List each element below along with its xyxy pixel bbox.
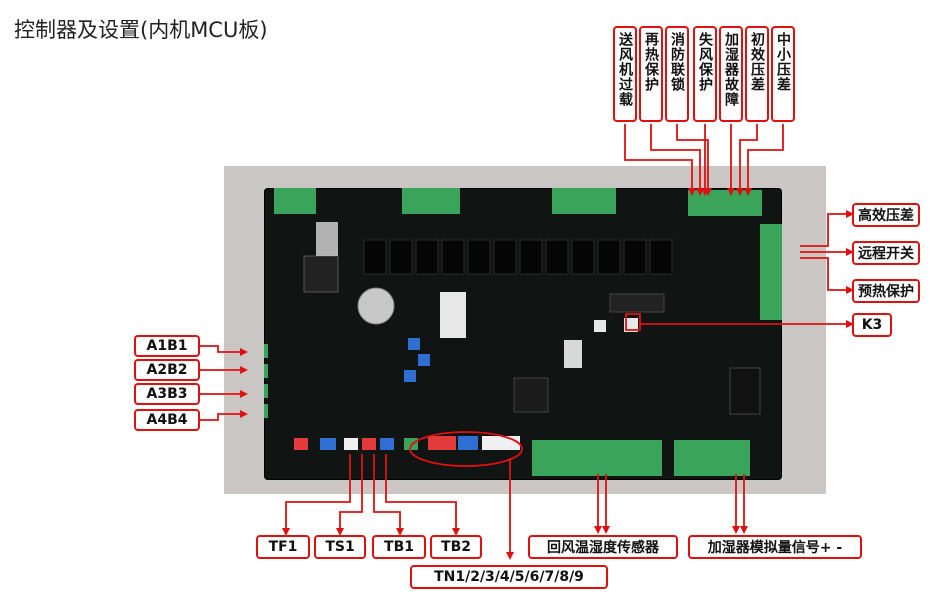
label-humidifier-fault: 加湿器故障 (719, 26, 743, 122)
label-ts1: TS1 (314, 535, 366, 559)
page-title: 控制器及设置(内机MCU板) (14, 18, 268, 42)
label-hepa-pressure: 高效压差 (852, 203, 920, 227)
label-fire-interlock: 消防联锁 (665, 26, 689, 122)
label-humidifier-analog-signal: 加湿器模拟量信号+ - (688, 535, 862, 559)
label-tf1: TF1 (256, 535, 310, 559)
label-a1b1: A1B1 (134, 335, 200, 357)
label-primary-filter-pressure: 初效压差 (745, 26, 769, 122)
label-air-loss-protection: 失风保护 (693, 26, 717, 122)
label-reheat-protection: 再热保护 (639, 26, 663, 122)
label-supply-fan-overload: 送风机过载 (613, 26, 637, 122)
label-k3: K3 (852, 313, 892, 337)
label-a2b2: A2B2 (134, 359, 200, 381)
label-return-air-sensor: 回风温湿度传感器 (528, 535, 678, 559)
label-a4b4: A4B4 (134, 409, 200, 431)
label-tb1: TB1 (372, 535, 426, 559)
label-preheat-protection: 预热保护 (852, 279, 920, 303)
label-medium-filter-pressure: 中小压差 (771, 26, 795, 122)
label-tn-sensors: TN1/2/3/4/5/6/7/8/9 (410, 565, 608, 589)
label-remote-switch: 远程开关 (852, 241, 920, 265)
label-a3b3: A3B3 (134, 383, 200, 405)
label-tb2: TB2 (430, 535, 482, 559)
